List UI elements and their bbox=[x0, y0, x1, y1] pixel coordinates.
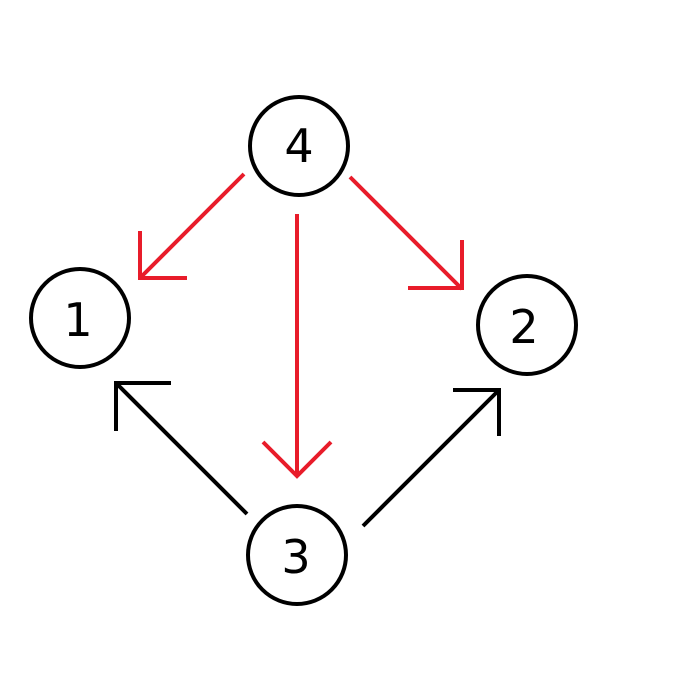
edge-4-to-3 bbox=[261, 214, 333, 479]
edge-3-to-1 bbox=[114, 381, 249, 516]
edge-4-to-1 bbox=[138, 172, 246, 280]
edge-4-to-2-shaft bbox=[348, 175, 464, 291]
node-4: 4 bbox=[248, 95, 350, 197]
edge-4-to-2-arrowhead bbox=[408, 240, 464, 290]
node-3: 3 bbox=[246, 504, 348, 606]
edge-3-to-2-arrowhead bbox=[453, 388, 501, 436]
node-1-circle bbox=[29, 267, 131, 369]
node-3-label: 3 bbox=[281, 530, 310, 584]
edge-3-to-1-shaft bbox=[114, 381, 249, 516]
edge-4-to-2 bbox=[348, 175, 464, 291]
node-2: 2 bbox=[476, 274, 578, 376]
edge-4-to-1-arrowhead bbox=[138, 231, 187, 280]
node-4-label: 4 bbox=[284, 119, 313, 173]
node-2-circle bbox=[476, 274, 578, 376]
node-4-circle bbox=[248, 95, 350, 197]
edge-4-to-1-shaft bbox=[138, 172, 246, 280]
node-3-circle bbox=[246, 504, 348, 606]
edge-3-to-2 bbox=[361, 388, 501, 528]
node-1-label: 1 bbox=[63, 293, 92, 347]
edge-3-to-2-shaft bbox=[361, 388, 501, 528]
node-2-label: 2 bbox=[509, 300, 538, 354]
edge-4-to-3-arrowhead bbox=[261, 440, 333, 479]
edge-3-to-1-arrowhead bbox=[114, 381, 171, 431]
node-1: 1 bbox=[29, 267, 131, 369]
